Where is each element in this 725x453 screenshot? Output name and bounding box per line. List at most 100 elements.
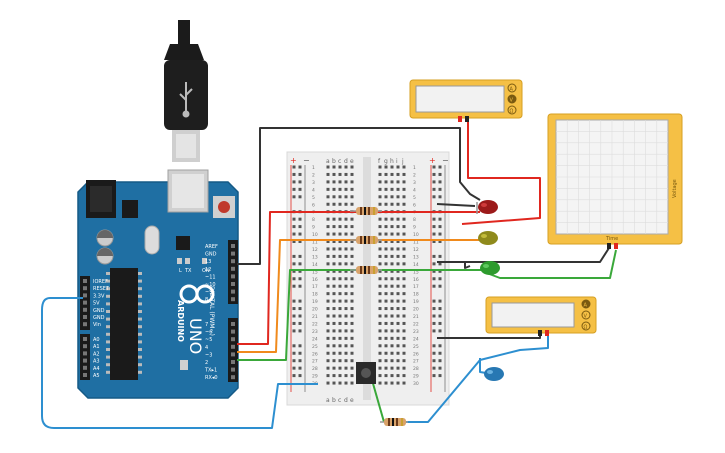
breadboard-hole[interactable] bbox=[344, 381, 348, 385]
breadboard-hole[interactable] bbox=[344, 359, 348, 363]
breadboard-hole[interactable] bbox=[402, 336, 406, 340]
breadboard-hole[interactable] bbox=[390, 240, 394, 243]
breadboard-hole[interactable] bbox=[384, 314, 388, 318]
multimeter-top-mode-ohm[interactable] bbox=[507, 105, 517, 115]
breadboard-hole[interactable] bbox=[338, 277, 342, 281]
breadboard-hole[interactable] bbox=[396, 195, 400, 199]
breadboard-hole[interactable] bbox=[350, 329, 354, 333]
rail-hole[interactable] bbox=[292, 262, 296, 266]
rail-hole[interactable] bbox=[432, 351, 436, 355]
breadboard-hole[interactable] bbox=[402, 247, 406, 251]
breadboard-hole[interactable] bbox=[338, 202, 342, 206]
breadboard-hole[interactable] bbox=[326, 254, 330, 258]
breadboard-hole[interactable] bbox=[378, 292, 382, 296]
breadboard-hole[interactable] bbox=[396, 254, 400, 258]
breadboard-hole[interactable] bbox=[384, 344, 388, 348]
breadboard-hole[interactable] bbox=[384, 277, 388, 281]
breadboard-hole[interactable] bbox=[326, 187, 330, 191]
breadboard-hole[interactable] bbox=[326, 240, 330, 243]
breadboard-hole[interactable] bbox=[378, 240, 382, 243]
header-pin[interactable] bbox=[83, 286, 87, 291]
breadboard-hole[interactable] bbox=[402, 202, 406, 206]
breadboard-hole[interactable] bbox=[344, 336, 348, 340]
breadboard-hole[interactable] bbox=[350, 321, 354, 325]
breadboard-hole[interactable] bbox=[332, 165, 336, 169]
breadboard-hole[interactable] bbox=[396, 292, 400, 296]
breadboard-hole[interactable] bbox=[390, 232, 394, 236]
breadboard-hole[interactable] bbox=[378, 359, 382, 363]
breadboard-hole[interactable] bbox=[344, 254, 348, 258]
breadboard-hole[interactable] bbox=[396, 381, 400, 385]
rail-hole[interactable] bbox=[298, 351, 302, 355]
breadboard-hole[interactable] bbox=[338, 217, 342, 221]
multimeter-top-mode-a[interactable] bbox=[507, 83, 517, 93]
multimeter-bottom-mode-v[interactable] bbox=[581, 310, 591, 320]
breadboard-hole[interactable] bbox=[326, 329, 330, 333]
breadboard-hole[interactable] bbox=[402, 381, 406, 385]
breadboard-hole[interactable] bbox=[344, 351, 348, 355]
header-pin[interactable] bbox=[231, 337, 235, 342]
header-pin[interactable] bbox=[83, 315, 87, 319]
breadboard-hole[interactable] bbox=[332, 321, 336, 325]
rail-hole[interactable] bbox=[438, 225, 442, 229]
breadboard-hole[interactable] bbox=[338, 307, 342, 311]
led-green[interactable] bbox=[480, 261, 500, 275]
wire-black-osc[interactable] bbox=[437, 261, 471, 269]
breadboard-hole[interactable] bbox=[344, 225, 348, 229]
breadboard-hole[interactable] bbox=[338, 240, 342, 243]
breadboard-hole[interactable] bbox=[326, 202, 330, 206]
breadboard-hole[interactable] bbox=[402, 366, 406, 370]
breadboard-hole[interactable] bbox=[338, 269, 342, 273]
breadboard-hole[interactable] bbox=[390, 202, 394, 206]
breadboard-hole[interactable] bbox=[344, 172, 348, 176]
breadboard-hole[interactable] bbox=[338, 284, 342, 288]
breadboard-hole[interactable] bbox=[350, 180, 354, 184]
breadboard-hole[interactable] bbox=[326, 195, 330, 199]
breadboard-hole[interactable] bbox=[338, 292, 342, 296]
rail-hole[interactable] bbox=[438, 180, 442, 184]
header-pin[interactable] bbox=[231, 282, 235, 286]
rail-hole[interactable] bbox=[292, 366, 296, 370]
rail-hole[interactable] bbox=[432, 284, 436, 288]
breadboard-hole[interactable] bbox=[396, 217, 400, 221]
rail-hole[interactable] bbox=[438, 232, 442, 236]
rail-hole[interactable] bbox=[292, 307, 296, 311]
breadboard-hole[interactable] bbox=[332, 329, 336, 333]
breadboard-hole[interactable] bbox=[332, 307, 336, 311]
breadboard-hole[interactable] bbox=[396, 329, 400, 333]
resistor-3[interactable] bbox=[350, 266, 382, 274]
breadboard-hole[interactable] bbox=[344, 232, 348, 236]
breadboard-hole[interactable] bbox=[378, 366, 382, 370]
breadboard-hole[interactable] bbox=[332, 269, 336, 273]
rail-hole[interactable] bbox=[298, 314, 302, 318]
usb-cable[interactable] bbox=[164, 20, 208, 162]
header-pin[interactable] bbox=[231, 259, 235, 264]
breadboard-hole[interactable] bbox=[384, 329, 388, 333]
breadboard-hole[interactable] bbox=[326, 366, 330, 370]
breadboard-hole[interactable] bbox=[350, 165, 354, 169]
breadboard-hole[interactable] bbox=[332, 195, 336, 199]
multimeter-top-probe-red[interactable] bbox=[458, 116, 462, 122]
breadboard-hole[interactable] bbox=[338, 321, 342, 325]
rail-hole[interactable] bbox=[292, 359, 296, 363]
wire-green-osc[interactable] bbox=[483, 249, 617, 279]
breadboard-hole[interactable] bbox=[384, 187, 388, 191]
header-pin[interactable] bbox=[83, 351, 87, 356]
breadboard-hole[interactable] bbox=[390, 165, 394, 169]
breadboard-hole[interactable] bbox=[344, 202, 348, 206]
rail-hole[interactable] bbox=[292, 187, 296, 191]
breadboard-hole[interactable] bbox=[396, 284, 400, 288]
header-pin[interactable] bbox=[83, 365, 87, 370]
breadboard-hole[interactable] bbox=[378, 329, 382, 333]
breadboard-hole[interactable] bbox=[326, 336, 330, 340]
rail-hole[interactable] bbox=[298, 284, 302, 288]
multimeter-top-mode-v[interactable] bbox=[507, 94, 517, 104]
breadboard-hole[interactable] bbox=[390, 195, 394, 199]
breadboard-hole[interactable] bbox=[350, 202, 354, 206]
breadboard-hole[interactable] bbox=[378, 277, 382, 281]
breadboard-hole[interactable] bbox=[378, 225, 382, 229]
header-pin[interactable] bbox=[83, 322, 87, 327]
breadboard-hole[interactable] bbox=[326, 165, 330, 169]
breadboard-hole[interactable] bbox=[402, 262, 406, 266]
rail-hole[interactable] bbox=[438, 374, 442, 378]
